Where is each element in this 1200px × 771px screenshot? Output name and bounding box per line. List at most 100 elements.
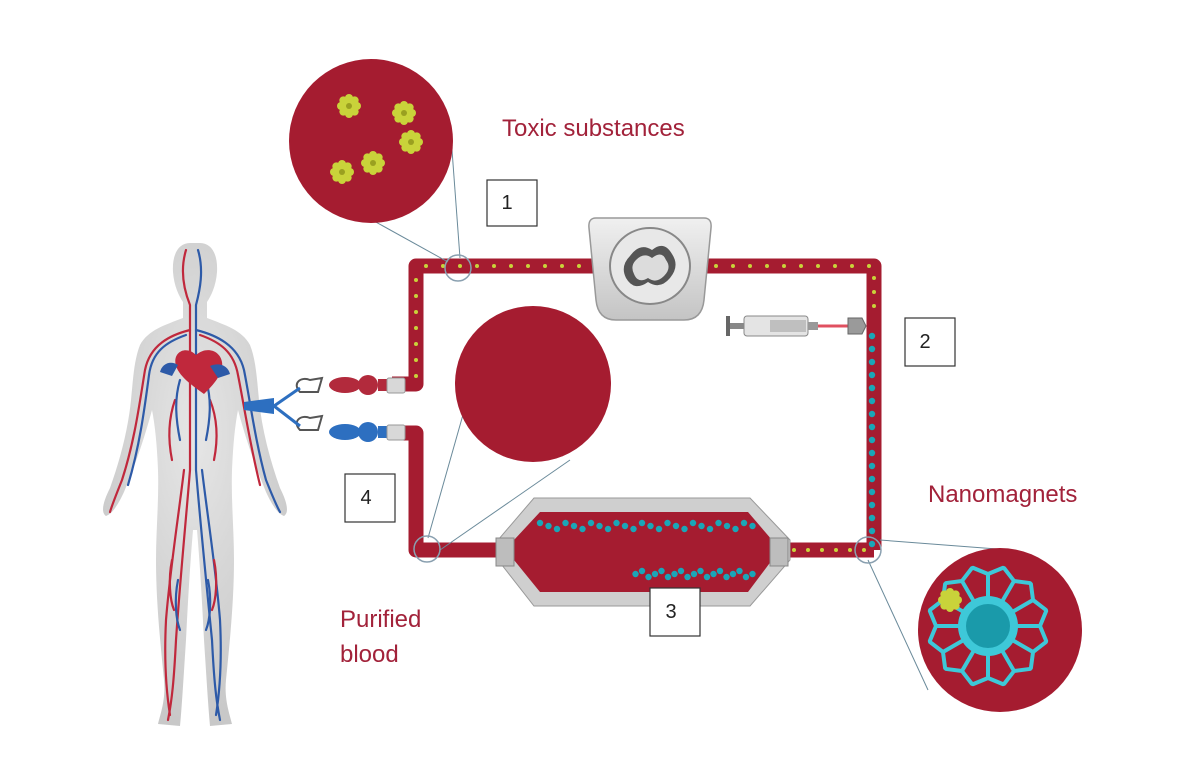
toxin-center xyxy=(346,103,352,109)
heart-icon xyxy=(175,350,223,394)
nanomagnet-dot xyxy=(672,522,680,530)
toxin-particle xyxy=(330,160,354,184)
nanomagnet-dot xyxy=(868,540,876,548)
nanomagnet-dot xyxy=(671,570,678,578)
toxin-dot xyxy=(414,374,418,378)
nanomagnet-dots xyxy=(868,332,876,548)
toxin-dot xyxy=(867,264,871,268)
step-box-3: 3 xyxy=(649,587,701,637)
nanomagnet-dot xyxy=(729,570,737,578)
nanomagnet-dot xyxy=(736,567,743,575)
toxin-dot xyxy=(872,304,876,308)
toxin-dot xyxy=(799,264,803,268)
svg-text:1: 1 xyxy=(501,192,512,214)
toxin-dot xyxy=(731,264,735,268)
nanomagnet-dot xyxy=(703,573,711,581)
toxin-dot xyxy=(414,310,418,314)
nanomagnet-dot xyxy=(723,573,730,581)
nanomagnet-dot xyxy=(664,573,672,581)
toxin-dot xyxy=(577,264,581,268)
nanomagnet-arm xyxy=(971,565,1005,598)
nanomagnet-dot xyxy=(647,522,654,530)
nanomagnet-dot xyxy=(868,475,876,483)
toxin-dot xyxy=(848,548,852,552)
toxin-dot xyxy=(414,358,418,362)
step-box-2: 2 xyxy=(904,317,956,367)
toxin-dot xyxy=(414,278,418,282)
toxin-dot xyxy=(424,264,428,268)
nanomagnet-dot xyxy=(689,519,697,527)
nanomagnet-dot xyxy=(651,570,659,578)
toxin-dot xyxy=(820,548,824,552)
toxin-particle xyxy=(337,94,361,118)
toxin-center xyxy=(370,160,376,166)
nanomagnet-particle xyxy=(927,565,1049,687)
nanomagnet-arm xyxy=(1016,609,1049,643)
toxin-sample-marker xyxy=(444,254,472,282)
nanomagnet-dot xyxy=(664,519,671,527)
nanomagnet-arm xyxy=(1001,566,1032,603)
nanomagnet-dot xyxy=(684,573,691,581)
nanomagnet-arm xyxy=(944,566,975,603)
nanomagnet-dot xyxy=(562,519,569,527)
nanomagnet-arm xyxy=(944,649,975,686)
purified-magnifier xyxy=(413,306,611,563)
nanomagnet-dot xyxy=(706,525,714,533)
nanomagnet-arm xyxy=(1001,649,1032,686)
nanomagnet-dot xyxy=(638,567,646,575)
magnetic-separator xyxy=(495,497,791,607)
nanomagnet-arm xyxy=(928,639,965,670)
nanomagnet-dot xyxy=(868,384,876,392)
nanomagnet-dot xyxy=(868,358,876,366)
syringe-icon xyxy=(726,315,867,337)
toxin-particles xyxy=(330,94,423,184)
nanomagnet-dot xyxy=(868,488,876,496)
toxin-dot xyxy=(872,290,876,294)
human-body-figure xyxy=(103,243,287,726)
extracorporeal-circuit xyxy=(273,258,882,558)
nanomagnet-dot xyxy=(677,567,685,575)
label-purified-line1: Purified xyxy=(340,606,421,633)
toxin-dot xyxy=(872,276,876,280)
nanomagnet-dot xyxy=(749,570,756,578)
nanomagnet-dot xyxy=(655,525,663,533)
blood-vessels xyxy=(108,248,282,722)
toxin-dot xyxy=(782,264,786,268)
toxin-dot xyxy=(526,264,530,268)
nanomagnet-dot xyxy=(740,519,748,527)
nanomagnet-sample-marker xyxy=(854,536,882,564)
nanomagnet-dot xyxy=(868,514,876,522)
nanomagnet-arm xyxy=(971,654,1005,687)
nanomagnet-dot xyxy=(742,573,750,581)
nanomagnet-dot xyxy=(868,345,876,353)
nanomagnet-dot xyxy=(868,436,876,444)
nanomagnet-dot xyxy=(579,525,586,533)
toxin-center xyxy=(339,169,345,175)
nanomagnet-dot xyxy=(570,522,578,530)
toxin-particle xyxy=(361,151,385,175)
toxin-dot xyxy=(850,264,854,268)
nanomagnet-magnifier xyxy=(854,536,1082,712)
toxin-dot xyxy=(509,264,513,268)
nanomagnet-dot xyxy=(868,423,876,431)
nanomagnet-dot xyxy=(868,501,876,509)
nanomagnet-dot xyxy=(868,527,876,535)
nanomagnet-dot xyxy=(868,332,876,340)
nanomagnet-dot xyxy=(710,570,717,578)
nanomagnet-arm xyxy=(1011,582,1048,613)
toxin-particle xyxy=(392,101,416,125)
nanomagnet-dot xyxy=(536,519,544,527)
nanomagnet-dot xyxy=(698,522,705,530)
toxin-dot xyxy=(414,326,418,330)
nanomagnet-dot xyxy=(553,525,561,533)
nanomagnet-dot xyxy=(690,570,698,578)
nanomagnet-dot xyxy=(596,522,603,530)
step-box-4: 4 xyxy=(344,473,396,523)
toxin-dot xyxy=(475,264,479,268)
toxin-center xyxy=(408,139,414,145)
toxin-dot xyxy=(492,264,496,268)
blood-pump xyxy=(588,217,712,321)
nanomagnet-dot xyxy=(587,519,595,527)
nanomagnet-dot xyxy=(621,522,629,530)
